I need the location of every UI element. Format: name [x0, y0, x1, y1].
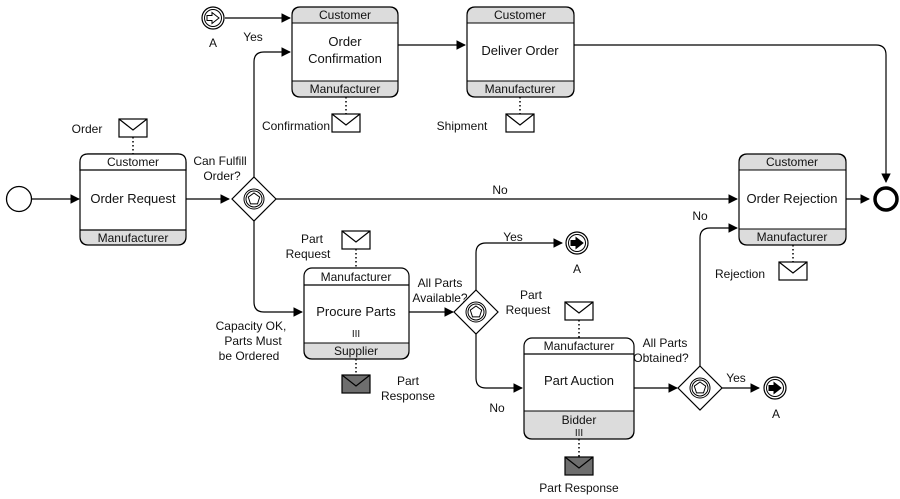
- flow-obtained-no-to-rejection[interactable]: [699, 223, 738, 366]
- task-participant-bottom: Supplier: [334, 344, 378, 358]
- link-label: A: [573, 262, 581, 276]
- gateway-label: All Parts: [418, 276, 463, 290]
- task-participant-bottom: Manufacturer: [485, 82, 556, 96]
- flow-label-no: No: [492, 183, 508, 197]
- message-confirmation: [331, 113, 361, 133]
- task-title: Order Rejection: [746, 191, 837, 206]
- flow-deliver-to-end[interactable]: [574, 44, 891, 183]
- task-participant-bottom: Manufacturer: [757, 230, 828, 244]
- message-label-part-request: Part: [301, 232, 324, 246]
- task-participant-bottom: Bidder: [562, 413, 597, 427]
- message-envelope-icon: [564, 456, 594, 476]
- task-participant-top: Customer: [107, 155, 159, 169]
- task-title: Part Auction: [544, 373, 614, 388]
- gateway-label: Order?: [203, 169, 241, 183]
- message-label-part-request: Part: [520, 288, 543, 302]
- task-title: Order Request: [90, 191, 176, 206]
- message-label-part-response: Part: [397, 374, 420, 388]
- flow-capacity-to-procure-parts[interactable]: [253, 221, 303, 317]
- multi-instance-marker: III: [575, 428, 583, 439]
- flow-label-no: No: [692, 209, 708, 223]
- end-event[interactable]: [873, 186, 899, 212]
- message-part-response-2: [564, 456, 594, 476]
- labels: A A A Order Confirmation Shipment Reject…: [72, 30, 780, 495]
- message-label-part-request: Request: [506, 303, 551, 317]
- multi-instance-marker: III: [352, 329, 360, 340]
- message-envelope-icon: [118, 118, 148, 138]
- gateway-all-parts-obtained[interactable]: [677, 365, 723, 411]
- task-participant-top: Customer: [494, 8, 546, 22]
- task-procure-parts[interactable]: Manufacturer Procure Parts III Supplier: [303, 267, 410, 360]
- flow-available-yes-to-link[interactable]: [475, 238, 563, 290]
- task-participant-bottom: Manufacturer: [98, 231, 169, 245]
- message-envelope-icon: [505, 113, 535, 133]
- link-event-top[interactable]: [201, 6, 225, 30]
- start-event[interactable]: [5, 185, 33, 213]
- message-part-request-2: [564, 301, 594, 321]
- task-title: Deliver Order: [481, 43, 559, 58]
- message-part-response-1: [341, 374, 371, 394]
- message-label-part-response: Response: [381, 389, 435, 403]
- flow-label-capacity: Parts Must: [224, 334, 282, 348]
- event-based-gateway-icon: [453, 289, 499, 335]
- event-based-gateway-icon: [231, 176, 277, 222]
- gateway-label: Obtained?: [633, 351, 689, 365]
- link-event-available[interactable]: [565, 231, 589, 255]
- task-participant-top: Manufacturer: [321, 270, 392, 284]
- task-participant-top: Customer: [766, 155, 818, 169]
- link-event-obtained[interactable]: [763, 376, 787, 400]
- link-arrow-icon: [768, 381, 782, 395]
- message-associations: [132, 97, 794, 457]
- task-deliver-order[interactable]: Customer Deliver Order Manufacturer: [466, 6, 575, 98]
- flow-label-yes: Yes: [726, 371, 746, 385]
- gateway-all-parts-available[interactable]: [453, 289, 499, 335]
- flow-available-no-to-auction[interactable]: [475, 334, 523, 393]
- task-order-rejection[interactable]: Customer Order Rejection Manufacturer: [738, 153, 847, 246]
- message-label-order: Order: [72, 122, 103, 136]
- message-order: [118, 118, 148, 138]
- message-envelope-icon: [778, 261, 808, 281]
- task-title-line1: Order: [328, 34, 362, 49]
- gateway-can-fulfill[interactable]: [231, 176, 277, 222]
- task-title: Procure Parts: [316, 304, 396, 319]
- message-envelope-icon: [331, 113, 361, 133]
- task-order-request[interactable]: Customer Order Request Manufacturer: [79, 153, 187, 246]
- flow-label-capacity: Capacity OK,: [216, 319, 287, 333]
- message-label-shipment: Shipment: [437, 119, 488, 133]
- message-label-rejection: Rejection: [715, 267, 765, 281]
- link-label: A: [209, 36, 217, 50]
- link-arrow-icon: [570, 236, 584, 250]
- gateway-label: Can Fulfill: [193, 154, 246, 168]
- flow-label-yes: Yes: [243, 30, 263, 44]
- sequence-flows: [32, 13, 891, 393]
- message-rejection: [778, 261, 808, 281]
- flow-label-no: No: [489, 401, 505, 415]
- task-participant-bottom: Manufacturer: [310, 82, 381, 96]
- task-order-confirmation[interactable]: Customer Order Confirmation Manufacturer: [291, 6, 399, 98]
- message-envelope-icon: [564, 301, 594, 321]
- task-part-auction[interactable]: Manufacturer Part Auction Bidder III: [523, 337, 635, 440]
- task-participant-top: Manufacturer: [544, 339, 615, 353]
- message-label-confirmation: Confirmation: [262, 119, 330, 133]
- message-part-request-1: [341, 230, 371, 250]
- message-envelope-icon: [341, 374, 371, 394]
- link-arrow-icon: [206, 11, 220, 25]
- flow-yes-to-order-confirmation[interactable]: [253, 47, 291, 177]
- message-label-part-request: Request: [286, 247, 331, 261]
- gateway-label: All Parts: [643, 336, 688, 350]
- link-label: A: [772, 407, 780, 421]
- flow-label-capacity: be Ordered: [219, 349, 280, 363]
- event-based-gateway-icon: [677, 365, 723, 411]
- task-participant-top: Customer: [319, 8, 371, 22]
- gateway-label: Available?: [412, 291, 467, 305]
- message-shipment: [505, 113, 535, 133]
- task-title-line2: Confirmation: [308, 51, 382, 66]
- message-envelope-icon: [341, 230, 371, 250]
- message-label-part-response: Part Response: [539, 481, 619, 495]
- flow-label-yes: Yes: [503, 230, 523, 244]
